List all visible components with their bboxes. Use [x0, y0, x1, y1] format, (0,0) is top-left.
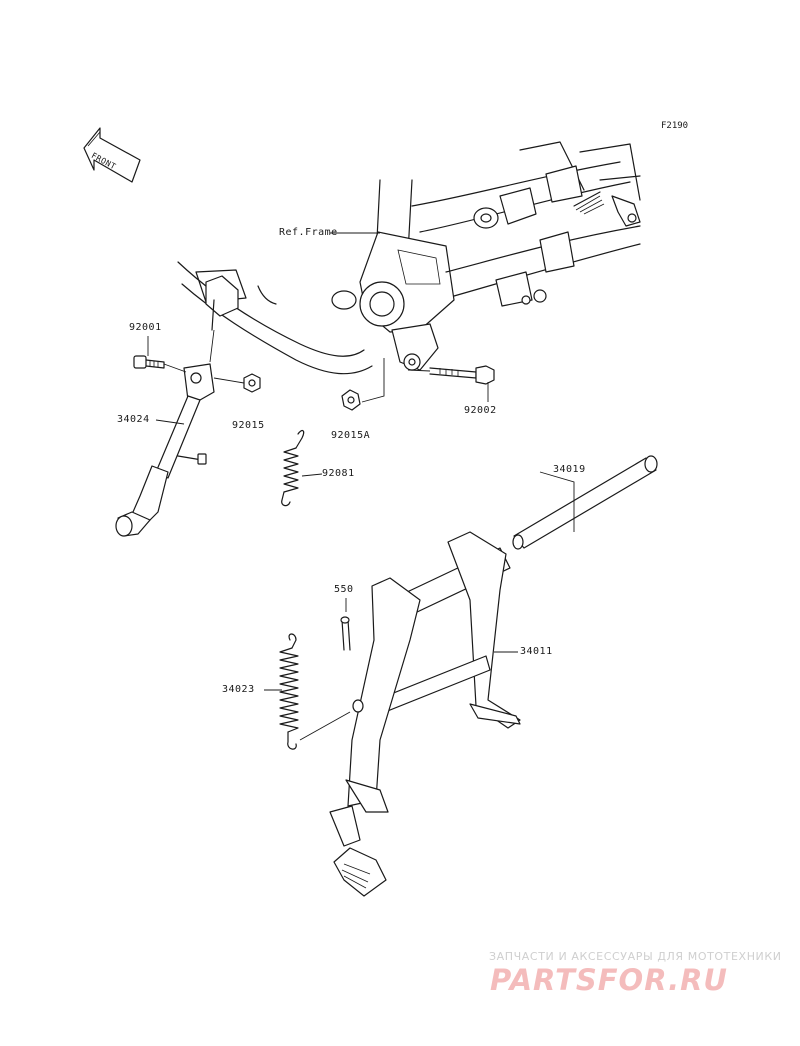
spring-34023-drawing: [279, 633, 351, 750]
side-stand-drawing: [115, 329, 261, 537]
watermark-subtitle: ЗАПЧАСТИ И АКСЕССУАРЫ ДЛЯ МОТОТЕХНИКИ: [489, 950, 782, 963]
frame-drawing: [177, 141, 641, 375]
part-label-92015: 92015: [232, 420, 265, 431]
part-label-34024: 34024: [117, 414, 150, 425]
front-arrow-icon: [83, 127, 141, 183]
part-label-34011: 34011: [520, 646, 553, 657]
part-label-92015a: 92015A: [331, 430, 371, 441]
diagram-code: F2190: [661, 121, 689, 131]
center-stand-drawing: [329, 531, 521, 897]
shaft-34019-drawing: [512, 455, 658, 550]
part-label-92081: 92081: [322, 468, 355, 479]
cotter-pin-550-drawing: [340, 598, 351, 651]
part-label-34023: 34023: [222, 684, 255, 695]
leader-lines: [147, 232, 575, 691]
part-label-34019: 34019: [553, 464, 586, 475]
part-label-92001: 92001: [129, 322, 162, 333]
watermark-logo: PARTSFOR.RU: [490, 963, 728, 997]
part-label-550: 550: [334, 584, 354, 595]
spring-92081-drawing: [281, 429, 305, 507]
part-label-92002: 92002: [464, 405, 497, 416]
ref-frame-label: Ref.Frame: [279, 227, 338, 238]
pivot-hardware-drawing: [341, 358, 495, 411]
